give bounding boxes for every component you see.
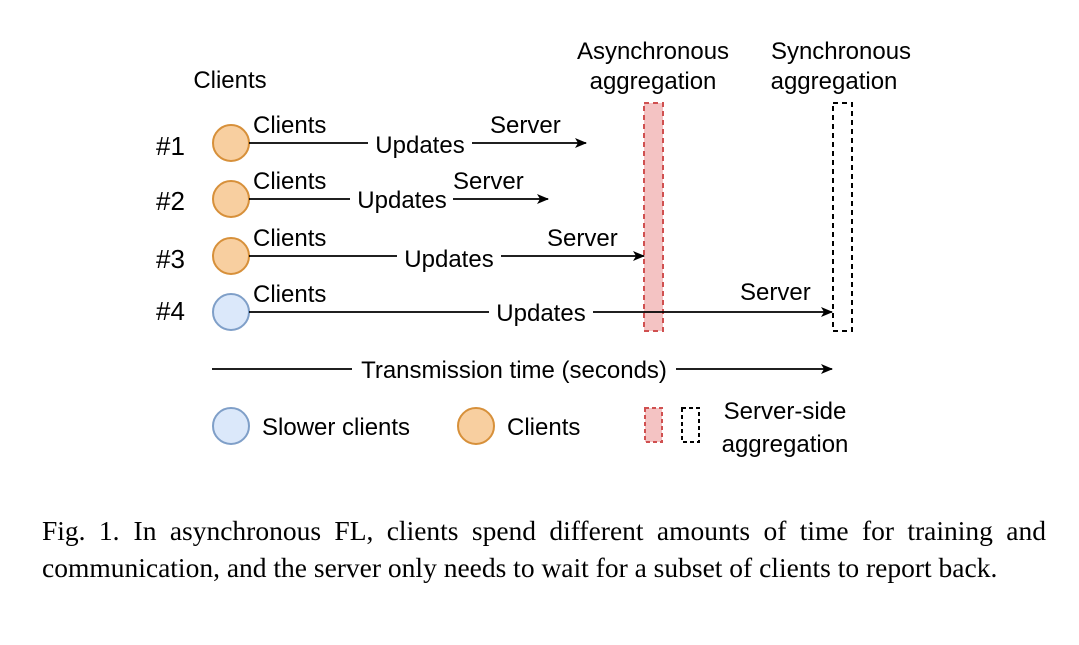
legend-slower-client-swatch	[212, 407, 250, 445]
legend-sync-swatch	[681, 407, 700, 443]
legend-aggregation-label-line1: Server-side	[724, 398, 847, 425]
row-start-label: Clients	[253, 112, 326, 139]
fl-timeline-diagram: Clients Asynchronous aggregation Synchro…	[156, 38, 911, 458]
client-row-2: #2 Clients Updates Server	[156, 168, 549, 218]
legend-clients-label: Clients	[507, 414, 580, 441]
time-axis-label: Transmission time (seconds)	[361, 357, 667, 384]
clients-column-header: Clients	[193, 67, 266, 94]
row-end-label: Server	[453, 168, 524, 195]
client-row-4: #4 Clients Updates Server	[156, 279, 833, 331]
sync-aggregation-label-line2: aggregation	[771, 68, 898, 95]
sync-aggregation-label-line1: Synchronous	[771, 38, 911, 65]
figure-caption: Fig. 1.In asynchronous FL, clients spend…	[42, 512, 1046, 586]
slower-client-circle	[212, 293, 250, 331]
client-circle	[212, 124, 250, 162]
sync-aggregation-bar	[832, 102, 853, 332]
row-mid-label: Updates	[357, 187, 446, 214]
row-mid-label: Updates	[496, 300, 585, 327]
row-id: #2	[156, 186, 185, 216]
row-end-label: Server	[740, 279, 811, 306]
row-id: #4	[156, 296, 185, 326]
caption-text: In asynchronous FL, clients spend differ…	[42, 515, 1046, 583]
legend-async-swatch	[644, 407, 663, 443]
legend: Slower clients Clients Server-side aggre…	[212, 398, 849, 458]
row-start-label: Clients	[253, 281, 326, 308]
legend-client-swatch	[457, 407, 495, 445]
client-row-3: #3 Clients Updates Server	[156, 225, 645, 275]
client-circle	[212, 237, 250, 275]
async-aggregation-label-line2: aggregation	[590, 68, 717, 95]
async-aggregation-label-line1: Asynchronous	[577, 38, 729, 65]
row-mid-label: Updates	[375, 132, 464, 159]
time-axis: Transmission time (seconds)	[212, 357, 833, 384]
row-end-label: Server	[547, 225, 618, 252]
figure-number: Fig. 1.	[42, 515, 120, 546]
client-row-1: #1 Clients Updates Server	[156, 112, 587, 162]
async-aggregation-bar	[643, 102, 664, 332]
row-id: #3	[156, 244, 185, 274]
row-mid-label: Updates	[404, 246, 493, 273]
client-circle	[212, 180, 250, 218]
row-end-label: Server	[490, 112, 561, 139]
legend-aggregation-label-line2: aggregation	[722, 431, 849, 458]
row-start-label: Clients	[253, 225, 326, 252]
legend-slower-clients-label: Slower clients	[262, 414, 410, 441]
row-start-label: Clients	[253, 168, 326, 195]
row-id: #1	[156, 131, 185, 161]
